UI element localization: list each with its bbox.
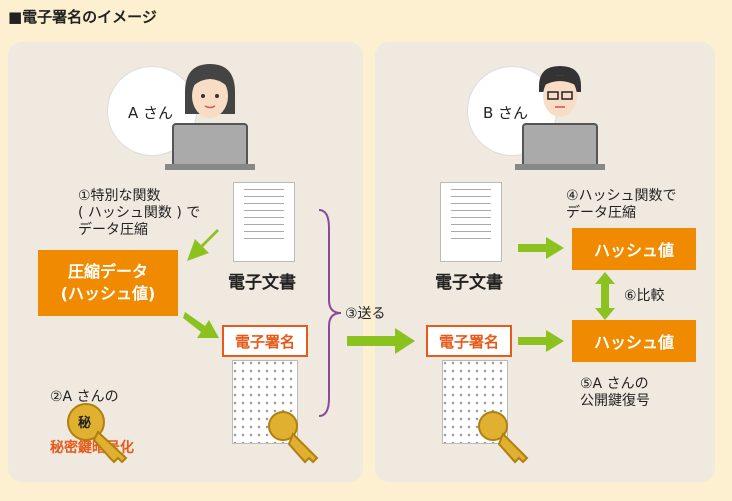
compare-arrow [595, 272, 615, 320]
person-a-icon [165, 64, 255, 170]
person-b-icon [515, 66, 605, 170]
step1-text: ①特別な関数 ( ハッシュ関数 ) で データ圧縮 [78, 188, 201, 238]
arrow-hash [518, 237, 564, 259]
hash-value-box-2: ハッシュ値 [572, 320, 696, 362]
hash-value-box-1: ハッシュ値 [572, 228, 696, 270]
page-title: ■電子署名のイメージ [8, 8, 157, 26]
step5-text: ⑤A さんの 公開鍵復号 [580, 376, 650, 409]
person-a-label: A さん [128, 104, 174, 122]
compressed-data-box: 圧縮データ (ハッシュ値) [38, 250, 178, 316]
bundle-brace [318, 209, 342, 417]
step4-text: ④ハッシュ関数で データ圧縮 [566, 188, 677, 221]
compare-label: ⑥比較 [624, 288, 665, 304]
arrow-compress [187, 229, 219, 261]
step2-line1: ②A さんの [50, 389, 119, 405]
send-arrow [347, 328, 415, 354]
arrow-encrypt [183, 312, 219, 338]
left-signature-box: 電子署名 [222, 325, 308, 357]
right-document-label: 電子文書 [435, 273, 503, 293]
send-label: ③送る [345, 306, 386, 322]
right-signed-document-icon [442, 360, 508, 444]
step2-text: ②A さんの 秘密鍵暗号化 [50, 355, 134, 474]
right-doc-key-icon [478, 411, 529, 464]
left-document-label: 電子文書 [228, 273, 296, 293]
person-b-label: B さん [483, 104, 529, 122]
left-doc-key-icon [268, 411, 319, 464]
arrow-decrypt [518, 330, 564, 352]
right-signature-box: 電子署名 [426, 325, 512, 357]
left-document-icon [233, 182, 295, 262]
compressed-data-sub: (ハッシュ値) [60, 284, 156, 303]
private-key-icon [67, 403, 128, 464]
right-document-icon [440, 182, 502, 262]
compressed-data-label: 圧縮データ [67, 262, 148, 281]
private-key-label: 秘 [78, 416, 92, 431]
